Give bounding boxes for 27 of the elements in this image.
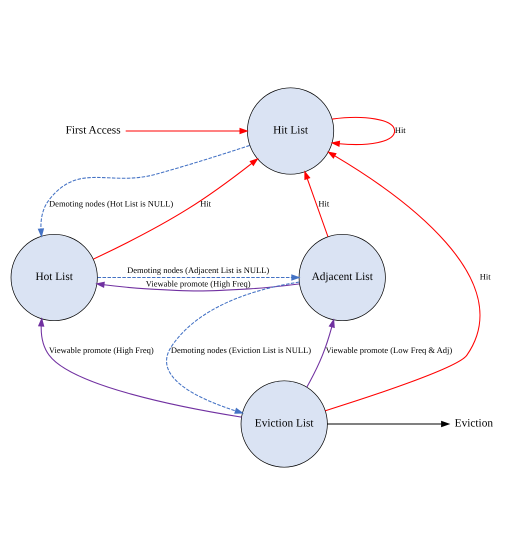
arrow	[93, 157, 259, 260]
arrow	[98, 274, 301, 280]
edge-label: Viewable promote (High Freq)	[146, 278, 251, 288]
edge-label: Demoting nodes (Adjacent List is NULL)	[127, 264, 270, 274]
arrow	[325, 150, 480, 411]
arrow	[328, 420, 450, 427]
edge-label: Hit	[200, 198, 212, 208]
arrow	[38, 144, 250, 238]
edge-label: Demoting nodes (Hot List is NULL)	[49, 198, 174, 208]
node-text: First Access	[66, 124, 121, 136]
node-circle: Hot List	[10, 233, 98, 321]
edge-label: Demoting nodes (Eviction List is NULL)	[170, 344, 312, 354]
edge-label: Viewable promote (High Freq)	[48, 344, 154, 354]
node-circle: Adjacent List	[298, 233, 386, 321]
edge-label: Hit	[394, 124, 406, 135]
arrow	[126, 127, 249, 134]
arrow	[304, 170, 328, 236]
edge-label: Viewable promote (Low Freq & Adj)	[326, 344, 452, 354]
arrow	[306, 318, 335, 387]
edge-label: Hit	[480, 271, 491, 282]
edge-label: Hit	[318, 198, 330, 208]
arrow	[330, 116, 396, 146]
arrow	[38, 316, 242, 418]
node-text: Eviction	[454, 417, 494, 430]
arrow	[166, 281, 300, 414]
node-circle: Eviction List	[240, 380, 328, 468]
arrow	[95, 281, 300, 291]
